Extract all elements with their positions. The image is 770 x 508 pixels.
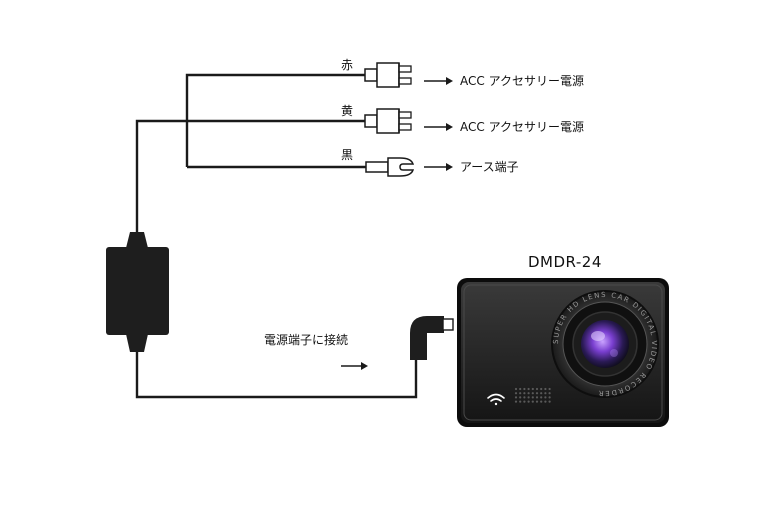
grille-dot xyxy=(523,400,526,403)
grille-dot xyxy=(519,396,522,399)
grille-dot xyxy=(514,387,518,391)
grille-dot xyxy=(548,392,551,395)
arrows xyxy=(341,77,453,370)
grille-dot xyxy=(531,392,534,395)
grille-dot xyxy=(523,387,526,391)
grille-dot xyxy=(523,396,526,399)
camera-model-label: DMDR-24 xyxy=(528,253,602,271)
grille-dot xyxy=(540,387,543,391)
grille-dot xyxy=(527,400,530,403)
wire-destination-label-red: ACC アクセサリー電源 xyxy=(460,74,584,88)
grille-dot xyxy=(531,387,534,391)
grille-dot xyxy=(544,400,547,403)
grille-dot xyxy=(544,387,547,391)
wire-color-label-black: 黒 xyxy=(341,148,354,162)
wire-color-label-yellow: 黄 xyxy=(341,104,354,118)
grille-dot xyxy=(519,392,522,395)
yellow-wire xyxy=(135,119,368,230)
grille-dot xyxy=(531,400,534,403)
grille-dot xyxy=(514,396,518,399)
plug-connector-yellow xyxy=(364,108,412,134)
grille-dot xyxy=(535,392,539,395)
grille-dot xyxy=(535,400,539,403)
grille-dot xyxy=(548,387,551,391)
grille-dot xyxy=(548,400,551,403)
output-cable xyxy=(135,352,418,399)
grille-dot xyxy=(535,396,539,399)
connection-label: 電源端子に接続 xyxy=(264,333,349,347)
right-arrow-icon xyxy=(424,163,453,171)
grille-dot xyxy=(514,400,518,403)
right-arrow-icon xyxy=(424,77,453,85)
right-arrow-icon xyxy=(341,362,368,370)
plug-connector-red xyxy=(364,62,412,88)
grille-dot xyxy=(548,396,551,399)
grille-dot xyxy=(540,400,543,403)
grille-dot xyxy=(514,392,518,395)
grille-dot xyxy=(519,387,522,391)
grille-dot xyxy=(527,387,530,391)
angled-power-plug xyxy=(410,316,454,360)
wifi-icon xyxy=(487,393,505,406)
grille-dot xyxy=(519,400,522,403)
grille-dot xyxy=(527,396,530,399)
grille-dot xyxy=(523,392,526,395)
fork-terminal xyxy=(365,157,415,177)
wiring xyxy=(135,73,418,399)
red-wire xyxy=(185,73,368,167)
grille-dot xyxy=(540,392,543,395)
grille-dot xyxy=(531,396,534,399)
speaker-grille-icon xyxy=(514,387,551,403)
wire-destination-label-yellow: ACC アクセサリー電源 xyxy=(460,120,584,134)
wire-destination-label-black: アース端子 xyxy=(460,160,519,174)
grille-dot xyxy=(544,392,547,395)
power-converter-box xyxy=(106,230,169,352)
dashcam-device: SUPER HD LENS CAR DIGITAL VIDEO RECORDER xyxy=(457,278,669,427)
right-arrow-icon xyxy=(424,123,453,131)
wire-color-label-red: 赤 xyxy=(341,58,354,72)
grille-dot xyxy=(544,396,547,399)
grille-dot xyxy=(540,396,543,399)
grille-dot xyxy=(535,387,539,391)
lens-glass xyxy=(581,320,629,368)
grille-dot xyxy=(527,392,530,395)
